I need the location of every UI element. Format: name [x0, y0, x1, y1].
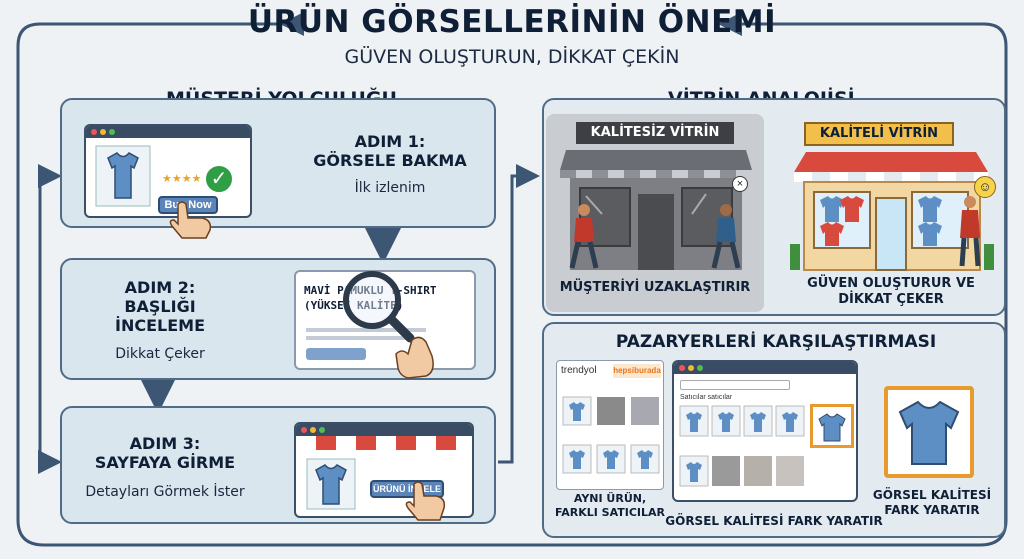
- step2-panel: ADIM 2: BAŞLIĞI İNCELEME Dikkat Çeker MA…: [60, 258, 496, 380]
- sellers-label: Satıcılar satıcılar: [680, 394, 733, 401]
- step1-title: ADIM 1: GÖRSELE BAKMA: [313, 132, 467, 171]
- tshirt-icon: [818, 413, 846, 442]
- product-grid-center: [679, 405, 805, 487]
- walking-person-icon: [711, 204, 741, 269]
- tshirt-icon: [306, 458, 356, 510]
- step2-title: ADIM 2: BAŞLIĞI İNCELEME: [115, 278, 205, 336]
- bad-shop-sign: KALİTESİZ VİTRİN: [576, 122, 734, 144]
- step3-browser: ÜRÜNÜ İNCELE: [294, 422, 474, 518]
- market-right-caption: GÖRSEL KALİTESİ FARK YARATIR: [872, 488, 992, 517]
- step1-panel: ★★★★ Buy Now ✓ ADIM 1: GÖRSELE BAKMA İlk…: [60, 98, 496, 239]
- good-shop-caption: GÜVEN OLUŞTURUR VE DİKKAT ÇEKER: [807, 276, 975, 308]
- page-title: ÜRÜN GÖRSELLERİNİN ÖNEMİ: [247, 4, 777, 40]
- good-shop: KALİTELİ VİTRİN ☺ GÜVEN OLUŞTURUR VE DİK…: [780, 114, 1002, 312]
- tshirt-icon: ★★★★: [95, 145, 202, 207]
- page-subtitle: GÜVEN OLUŞTURUN, DİKKAT ÇEKİN: [344, 46, 680, 68]
- tshirt-icon: [898, 400, 960, 465]
- good-shop-illustration: [790, 152, 994, 271]
- check-icon: ✓: [204, 164, 234, 194]
- highlighted-product: [810, 404, 854, 448]
- hand-cursor-icon: [169, 201, 212, 239]
- good-shop-sign: KALİTELİ VİTRİN: [804, 122, 954, 146]
- buy-now-button[interactable]: Buy Now: [158, 196, 218, 214]
- market-panel: PAZARYERLERİ KARŞILAŞTIRMASI trendyol he…: [542, 322, 1006, 538]
- market-browser: Satıcılar satıcılar: [672, 360, 858, 502]
- market-center-caption: GÖRSEL KALİTESİ FARK YARATIR: [665, 514, 883, 528]
- step2-caption: Dikkat Çeker: [115, 346, 205, 362]
- product-placeholder-button: [306, 348, 366, 360]
- happy-customer-icon: [959, 196, 981, 267]
- product-grid-left: [562, 396, 660, 474]
- bad-shop-caption: MÜŞTERİYİ UZAKLAŞTIRIR: [559, 280, 751, 295]
- svg-text:★★★★: ★★★★: [162, 172, 202, 185]
- step1-caption: İlk izlenim: [354, 180, 426, 196]
- search-bar[interactable]: [680, 380, 790, 390]
- header: ÜRÜN GÖRSELLERİNİN ÖNEMİ GÜVEN OLUŞTURUN…: [0, 4, 1024, 68]
- market-card-left: trendyol hepsiburada: [556, 360, 664, 490]
- walking-person-icon: [569, 204, 599, 269]
- view-product-button[interactable]: ÜRÜNÜ İNCELE: [370, 480, 444, 498]
- magnifier-icon: [343, 271, 434, 379]
- enlarged-product: [884, 386, 974, 478]
- smiley-icon: ☺: [974, 176, 996, 198]
- brand-hepsiburada: hepsiburada: [613, 364, 661, 378]
- hand-cursor-icon: [405, 481, 446, 521]
- step3-title: ADIM 3: SAYFAYA GİRME: [94, 434, 236, 473]
- step1-browser: ★★★★: [84, 124, 252, 218]
- step3-caption: Detayları Görmek İster: [85, 484, 245, 500]
- bad-shop-illustration: [560, 150, 752, 270]
- brand-trendyol: trendyol: [561, 365, 597, 376]
- bad-shop: KALİTESİZ VİTRİN × MÜŞTERİYİ UZAKLAŞTIRI…: [546, 114, 764, 312]
- market-title: PAZARYERLERİ KARŞILAŞTIRMASI: [615, 332, 937, 352]
- market-left-caption: AYNI ÜRÜN, FARKLI SATICILAR: [554, 492, 666, 519]
- awning-icon: [296, 436, 472, 450]
- vitrin-panel: KALİTESİZ VİTRİN × MÜŞTERİYİ UZAKLAŞTIRI…: [542, 98, 1006, 316]
- step3-panel: ADIM 3: SAYFAYA GİRME Detayları Görmek İ…: [60, 406, 496, 524]
- close-icon: ×: [732, 176, 748, 192]
